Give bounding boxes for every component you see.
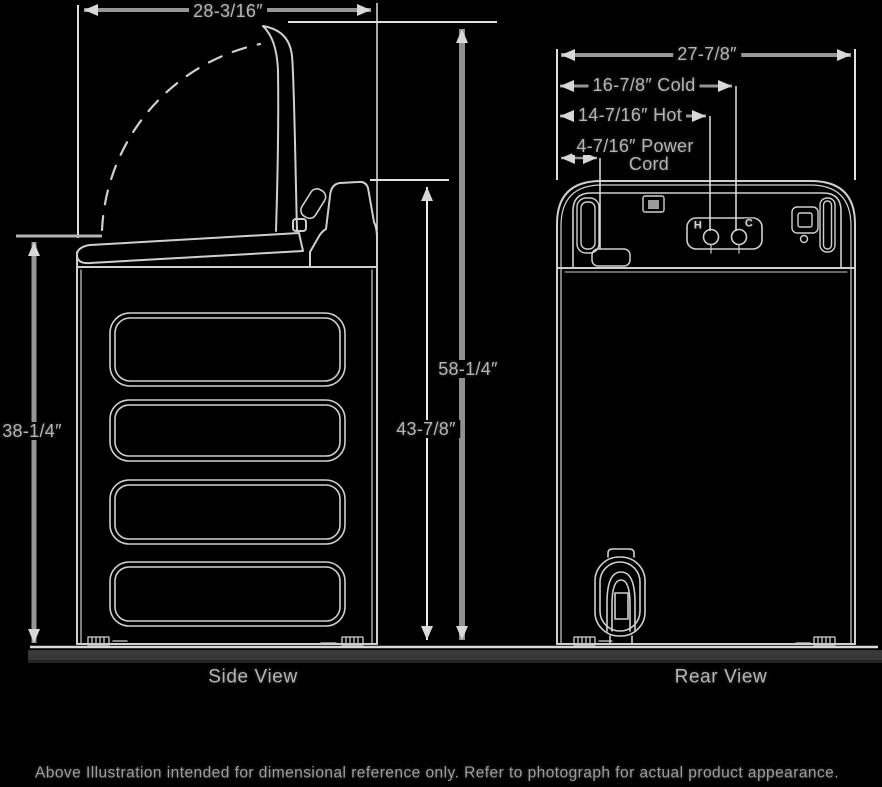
water-inlet-panel [686, 217, 763, 254]
dim-label-cold-inlet: 16-7/8″ Cold [588, 76, 700, 94]
dim-label-hot-inlet: 14-7/16″ Hot [573, 106, 687, 124]
side-panel-recesses [109, 312, 346, 627]
rear-view-title: Rear View [674, 666, 768, 688]
rear-top-panel [572, 192, 842, 269]
extension-lines [16, 3, 856, 249]
rear-view-drawing [556, 180, 856, 646]
dim-label-depth: 28-3/16″ [189, 2, 267, 20]
dim-label-power-cord-line1: 4-7/16″ Power [572, 137, 698, 155]
floor [28, 645, 882, 663]
dim-label-console-height: 43-7/8″ [392, 420, 460, 438]
dimension-lines [28, 3, 851, 643]
rear-cabinet-outline [556, 180, 856, 645]
top-panel-slab [76, 232, 304, 265]
rear-right-slot [819, 197, 836, 253]
dim-label-power-cord-line2: Cord [624, 155, 674, 173]
side-view-drawing [76, 25, 378, 646]
side-view-title: Side View [208, 666, 298, 688]
dim-label-lid-open-height: 58-1/4″ [434, 360, 502, 378]
dim-label-top-panel-height: 38-1/4″ [0, 422, 66, 440]
cold-port-label: C [743, 217, 755, 230]
reference-footnote: Above Illustration intended for dimensio… [34, 764, 840, 782]
lid-swing-arc [100, 42, 262, 232]
hot-inlet-port [702, 228, 720, 246]
lid-lock-detail [300, 188, 327, 220]
rear-view-feet [573, 636, 836, 646]
cold-inlet-port [730, 228, 748, 246]
rear-left-slot [576, 197, 600, 254]
power-cord-bracket [591, 248, 631, 267]
rear-cabinet-inner [560, 184, 852, 645]
dim-label-rear-width: 27-7/8″ [673, 45, 741, 63]
drain-outlet [594, 548, 646, 645]
rear-terminal-box [791, 206, 819, 244]
console-outline [309, 180, 378, 267]
hot-port-label: H [692, 219, 704, 232]
lid-hinge [292, 218, 307, 232]
rear-junction-box [642, 195, 665, 213]
side-view-feet [87, 636, 364, 646]
open-lid-outline [262, 25, 298, 232]
